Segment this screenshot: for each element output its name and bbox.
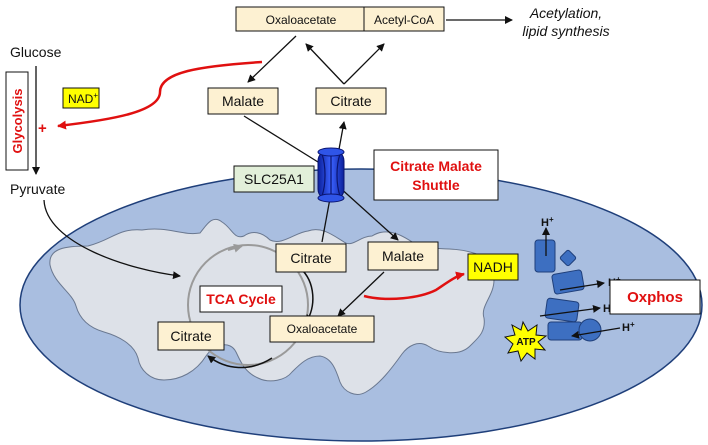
citrate-mito-box: Citrate [275,243,347,273]
acetylation-label-line1: Acetylation, [529,5,602,21]
svg-text:Citrate Malate: Citrate Malate [390,158,482,174]
arrow-ecitrate-split-oaa [305,43,345,85]
tca-arc-bottom [207,355,273,369]
citrate-malate-shuttle-box: Citrate Malate Shuttle [373,149,499,201]
svg-text:Citrate: Citrate [290,250,331,266]
slc25a1-transporter [317,147,345,203]
svg-text:Oxaloacetate: Oxaloacetate [266,13,337,27]
tca-cycle-circle [187,244,309,366]
citrate-top-box: Citrate [315,87,387,115]
svg-text:NAD+: NAD+ [68,91,98,106]
proton-arrow-2 [559,280,605,291]
oxaloacetate-mito-box: Oxaloacetate [269,315,375,343]
citrate-left-box: Citrate [157,321,225,351]
red-plus-sign: + [38,120,47,137]
slc25a1-box: SLC25A1 [233,165,315,193]
red-arrow-nad-regeneration [57,60,263,130]
svg-text:NADH: NADH [473,259,513,275]
proton-label-4: H+ [622,320,635,334]
acetylation-label-line2: lipid synthesis [522,23,609,39]
proton-label-1: H+ [541,215,554,229]
svg-text:Malate: Malate [222,93,264,109]
respiratory-complexes [534,239,602,342]
atp-burst [503,320,548,363]
svg-text:Citrate: Citrate [170,328,211,344]
atp-label: ATP [516,337,536,348]
glycolysis-box: Glycolysis [5,71,29,171]
svg-text:Acetyl-CoA: Acetyl-CoA [374,13,434,27]
malate-top-box: Malate [207,87,279,115]
svg-text:Glycolysis: Glycolysis [10,88,25,153]
arrow-ecitrate-split-accoa [343,43,385,85]
svg-text:Oxphos: Oxphos [627,289,683,306]
svg-text:TCA Cycle: TCA Cycle [206,291,276,307]
oxphos-box: Oxphos [609,279,701,315]
svg-text:Shuttle: Shuttle [412,177,460,193]
arrow-malate-into-transporter [243,115,319,163]
oxaloacetate-top-box: Oxaloacetate [235,6,367,32]
proton-arrow-4 [571,327,621,339]
pyruvate-label: Pyruvate [10,181,65,197]
arrow-malate-to-oxaloacetate [337,271,385,317]
malate-mito-box: Malate [367,241,439,271]
tca-cycle-box: TCA Cycle [199,285,283,313]
arrow-oaa-to-malate [247,35,297,83]
arrow-pyruvate-tca [43,199,181,280]
red-arrow-malate-to-nadh [363,271,465,301]
svg-text:Citrate: Citrate [330,93,371,109]
nadh-box: NADH [467,253,519,281]
glucose-label: Glucose [10,44,62,60]
acetyl-coa-box: Acetyl-CoA [363,6,445,32]
nad-box: NAD+ [62,87,100,109]
tca-gray-arrowhead [227,243,243,253]
svg-text:SLC25A1: SLC25A1 [244,171,304,187]
svg-text:Malate: Malate [382,248,424,264]
proton-arrow-3 [539,304,601,317]
svg-text:Oxaloacetate: Oxaloacetate [287,322,358,336]
arrow-transporter-to-mito-malate [337,185,399,241]
